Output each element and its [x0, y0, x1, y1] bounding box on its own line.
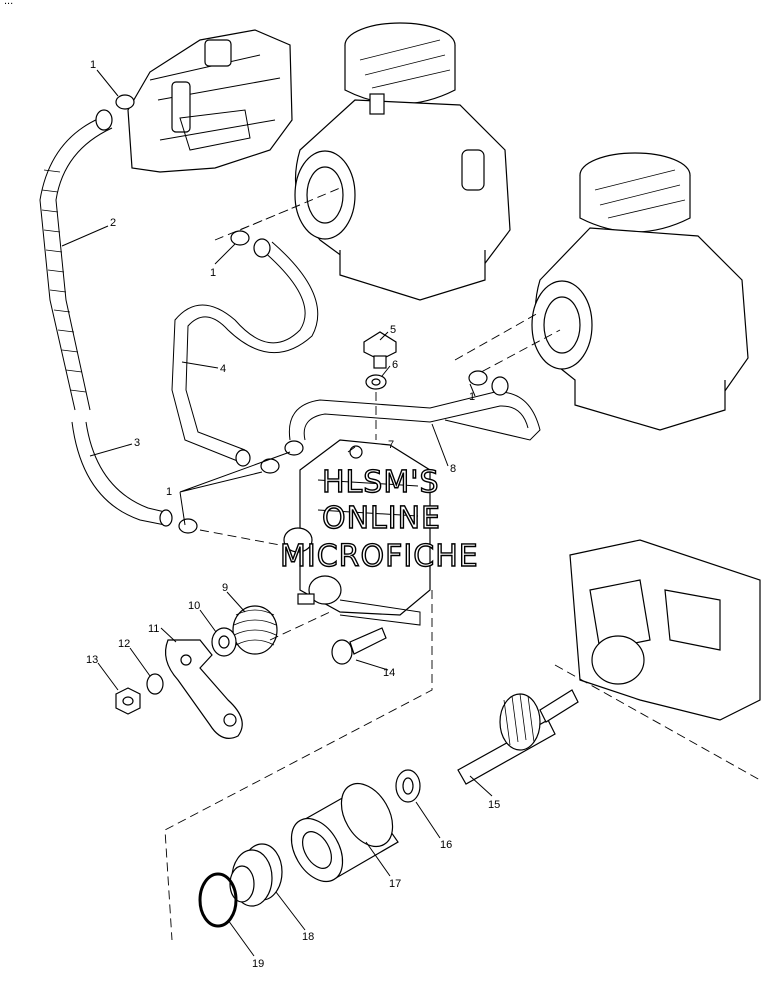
callout-1-d: 1	[166, 486, 172, 498]
bushing-17	[290, 782, 399, 883]
bolt-5	[363, 331, 397, 369]
screw-14	[331, 627, 387, 665]
callout-10: 10	[188, 600, 200, 612]
callout-16: 16	[440, 839, 452, 851]
callout-8: 8	[450, 463, 456, 475]
callout-5: 5	[390, 324, 396, 336]
drive-shaft-15	[457, 689, 579, 785]
washer-16	[395, 769, 421, 803]
callout-4: 4	[220, 363, 226, 375]
clamp-1-f	[178, 518, 198, 534]
spring-9	[232, 605, 278, 655]
hose-3	[71, 421, 173, 527]
callout-11: 11	[148, 623, 159, 635]
washer-10	[211, 627, 237, 657]
nut-13	[115, 687, 141, 715]
washer-6	[365, 374, 387, 390]
clamp-1-a	[115, 94, 135, 110]
lever-11	[165, 639, 243, 739]
callout-17: 17	[389, 878, 401, 890]
clamp-1-c	[468, 370, 488, 386]
callout-2: 2	[110, 217, 116, 229]
lockwasher-12	[146, 673, 164, 695]
callout-7: 7	[388, 439, 394, 451]
callout-13: 13	[86, 654, 98, 666]
callout-6: 6	[392, 359, 398, 371]
clamp-1-b	[230, 230, 250, 246]
carburetor-top	[294, 22, 511, 301]
watermark-line-2: ONLINE	[322, 501, 441, 536]
callout-1-c: 1	[469, 391, 475, 403]
hose-4	[171, 238, 319, 467]
callout-18: 18	[302, 931, 314, 943]
callout-3: 3	[134, 437, 140, 449]
callout-14: 14	[383, 667, 395, 679]
callout-1-b: 1	[210, 267, 216, 279]
leader-lines	[61, 69, 493, 957]
watermark: HLSM'S ONLINE MICROFICHE	[279, 464, 479, 574]
callout-19: 19	[252, 958, 264, 970]
header-fragment: ...	[4, 0, 13, 7]
callout-9: 9	[222, 582, 228, 594]
oil-pump-body	[283, 439, 431, 626]
watermark-line-1: HLSM'S	[322, 465, 440, 500]
engine-case-lower-right	[554, 539, 761, 781]
callout-12: 12	[118, 638, 130, 650]
carburetor-right	[531, 152, 749, 431]
engine-fragment-upper	[127, 29, 293, 173]
hose-8	[288, 376, 541, 441]
spring-18	[229, 843, 283, 907]
watermark-line-3: MICROFICHE	[280, 539, 479, 574]
callout-15: 15	[488, 799, 500, 811]
oring-19	[198, 872, 238, 928]
clamp-1-d	[284, 440, 304, 456]
callout-1-a: 1	[90, 59, 96, 71]
hose-2-corrugated	[39, 109, 113, 411]
